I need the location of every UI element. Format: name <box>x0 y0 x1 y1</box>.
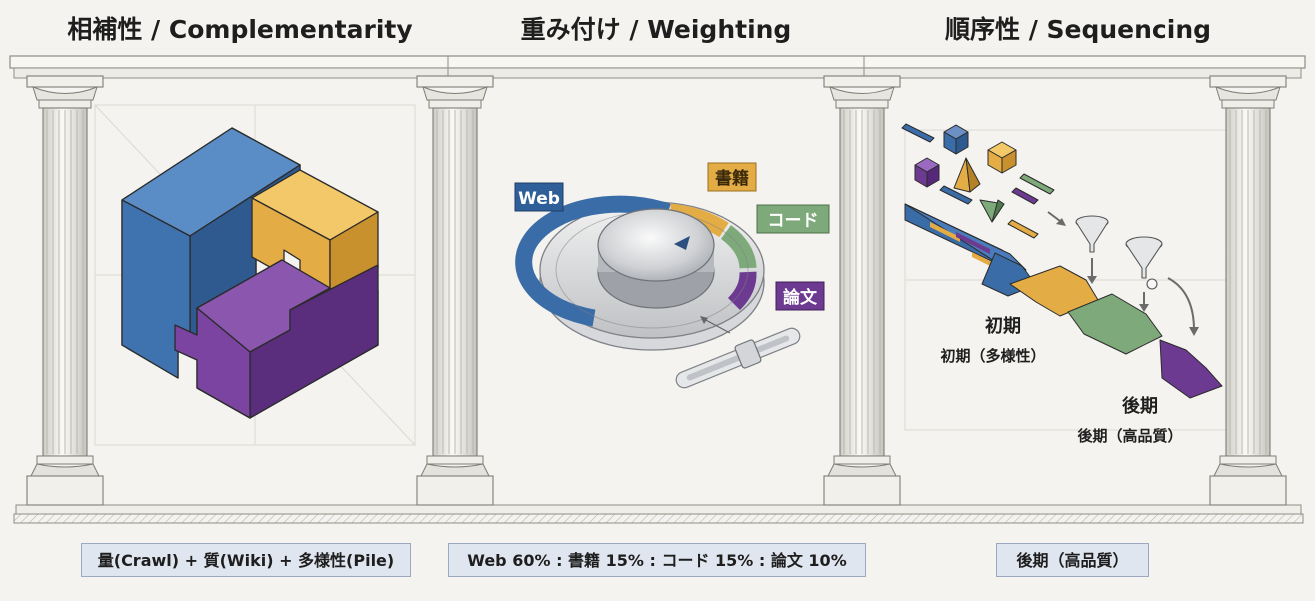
cube-icon <box>914 157 940 188</box>
column <box>823 75 901 506</box>
caption-complementarity: 量(Crawl) + 質(Wiki) + 多様性(Pile) <box>81 543 411 577</box>
caption-weighting: Web 60% : 書籍 15% : コード 15% : 論文 10% <box>448 543 866 577</box>
caption-sequencing: 後期（高品質） <box>996 543 1149 577</box>
columns <box>26 75 1287 506</box>
tag-papers: 論文 <box>783 287 818 308</box>
cube-icon <box>943 124 969 155</box>
weighting-tags: Web 書籍 コード 論文 <box>514 162 830 311</box>
tag-code: コード <box>768 211 819 231</box>
sequencing-illustration <box>901 123 1223 399</box>
column <box>416 75 494 506</box>
title-sequencing: 順序性 / Sequencing <box>944 15 1212 44</box>
late-label: 後期 <box>1122 395 1158 417</box>
late-sublabel: 後期（高品質） <box>1076 427 1182 445</box>
title-complementarity: 相補性 / Complementarity <box>67 15 413 44</box>
cube-icon <box>987 141 1017 174</box>
stage-green <box>1067 293 1163 355</box>
title-weighting: 重み付け / Weighting <box>520 15 792 44</box>
tag-books: 書籍 <box>715 168 749 189</box>
stylobate <box>13 504 1304 524</box>
entablature <box>9 55 1306 79</box>
sequencing-labels: 初期 初期（多様性） 後期 後期（高品質） <box>940 315 1182 445</box>
filter-icon <box>1125 236 1163 290</box>
column <box>26 75 104 506</box>
stage-purple <box>1159 339 1223 399</box>
ring-web <box>515 195 671 327</box>
filter-icon <box>1075 215 1109 253</box>
tag-web: Web <box>518 189 560 209</box>
early-label: 初期 <box>985 315 1021 337</box>
weight-slider[interactable] <box>674 326 802 390</box>
complementarity-cube <box>121 127 379 419</box>
column <box>1209 75 1287 506</box>
early-sublabel: 初期（多様性） <box>940 347 1045 365</box>
weighting-dial <box>515 195 802 390</box>
